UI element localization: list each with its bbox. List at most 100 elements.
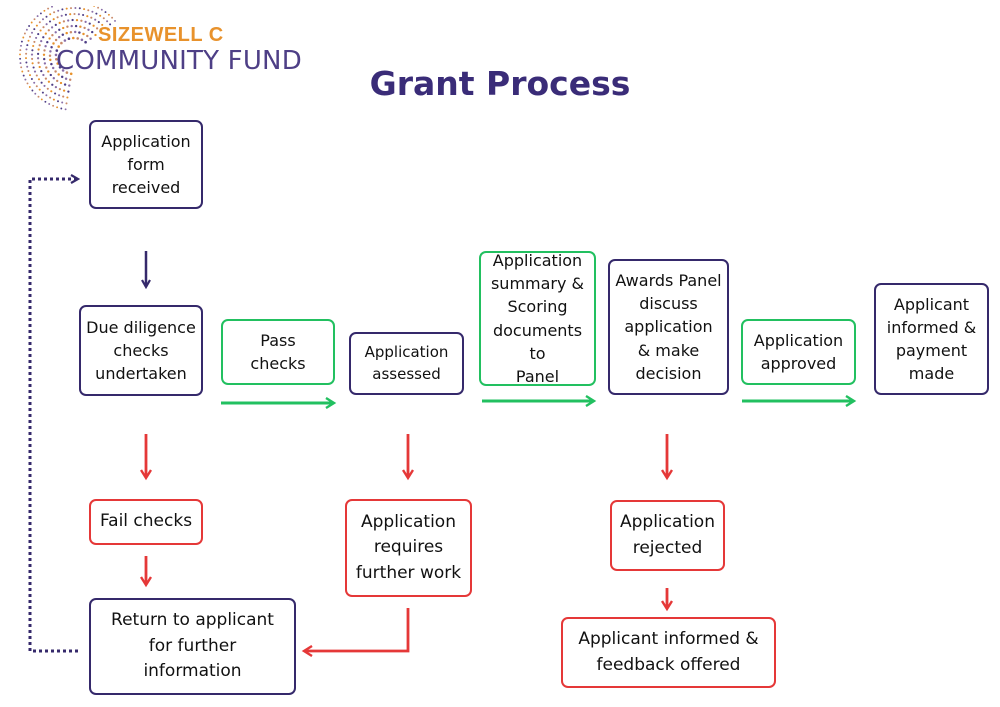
logo-dot <box>107 13 110 16</box>
logo-dot <box>51 83 54 86</box>
logo-radiating-dots-icon <box>19 6 116 111</box>
node-application-received: Application form received <box>89 120 203 209</box>
logo-dot <box>31 62 34 65</box>
logo-dot <box>47 7 50 10</box>
logo-dot <box>78 31 81 34</box>
node-return-to-applicant: Return to applicant for further informat… <box>89 598 296 695</box>
logo-dot <box>106 20 109 23</box>
node-pass-checks: Pass checks <box>221 319 335 385</box>
logo-dot <box>104 26 107 29</box>
logo-dot <box>45 66 48 69</box>
node-due-diligence: Due diligence checks undertaken <box>79 305 203 396</box>
logo-dot <box>54 85 58 89</box>
logo-dot <box>62 26 65 30</box>
logo-dot <box>25 61 28 64</box>
logo-dot <box>83 8 86 11</box>
logo-dot <box>66 25 69 28</box>
logo-dot <box>40 81 43 84</box>
logo-dot <box>87 28 90 31</box>
logo-dot <box>36 52 40 56</box>
logo-dot <box>33 70 37 73</box>
logo-line-1: SIZEWELL C <box>98 24 224 46</box>
logo-dot <box>35 24 38 27</box>
logo-dot <box>48 20 52 23</box>
logo-dot <box>38 65 41 69</box>
logo-dot <box>45 94 48 97</box>
logo-dot <box>37 48 40 51</box>
logo-dot <box>19 53 21 56</box>
logo-dot <box>20 40 23 43</box>
logo-dot <box>42 26 45 29</box>
logo-dot <box>37 61 40 64</box>
logo-dot <box>88 22 91 25</box>
logo-dot <box>57 73 60 76</box>
logo-dot <box>43 9 46 12</box>
node-applicant-informed-feedback: Applicant informed & feedback offered <box>561 617 776 688</box>
logo-dot <box>57 45 60 48</box>
logo-dot <box>101 23 104 26</box>
logo-dot <box>99 30 102 33</box>
logo-dot <box>22 74 25 77</box>
logo-dot <box>29 74 31 77</box>
logo-dot <box>56 62 59 65</box>
logo-dot <box>89 37 92 40</box>
logo-dot <box>56 16 59 19</box>
logo-dot <box>80 38 84 42</box>
node-application-rejected: Application rejected <box>610 500 725 571</box>
arrow-return-loop-to-received <box>28 179 78 653</box>
logo-dot <box>83 26 86 30</box>
logo-dot <box>43 62 47 65</box>
logo-dot <box>30 53 34 56</box>
logo-dot <box>21 70 24 73</box>
logo-dot <box>31 49 34 52</box>
logo-dot <box>60 107 63 110</box>
logo-dot <box>30 78 33 80</box>
logo-dot <box>43 49 46 52</box>
logo-dot <box>114 19 116 22</box>
logo-dot <box>33 81 36 84</box>
logo-dot <box>70 24 73 28</box>
logo-dot <box>51 6 53 8</box>
logo-dot <box>65 71 69 74</box>
logo-line-2: COMMUNITY FUND <box>56 46 302 76</box>
logo-dot <box>92 24 95 27</box>
logo-dot <box>44 100 47 103</box>
logo-dot <box>42 18 44 21</box>
logo-dot <box>39 12 42 15</box>
logo-dot <box>68 78 72 81</box>
logo-dot <box>43 84 46 87</box>
logo-dot <box>67 90 70 93</box>
logo-dot <box>66 96 69 99</box>
logo-dot <box>74 7 77 9</box>
logo-dot <box>95 12 98 15</box>
logo-dot <box>50 62 53 66</box>
node-awards-panel: Awards Panel discuss application & make … <box>608 259 729 395</box>
logo-dot <box>87 9 90 12</box>
logo-dot <box>26 44 29 47</box>
logo-dot <box>97 6 100 9</box>
logo-dot <box>60 75 64 79</box>
node-requires-further-work: Application requires further work <box>345 499 472 597</box>
logo-dot <box>48 37 51 40</box>
logo-dot <box>52 98 55 101</box>
logo-dot <box>60 14 63 17</box>
logo-dot <box>67 19 70 22</box>
logo-dot <box>82 13 85 17</box>
logo-dot <box>38 44 41 47</box>
logo-dot <box>39 29 42 32</box>
logo-dot <box>109 23 112 26</box>
logo-dot <box>72 36 75 40</box>
logo-dot <box>91 10 94 13</box>
logo-dot <box>53 11 56 14</box>
logo-dot <box>80 19 83 22</box>
logo-dot <box>19 62 22 65</box>
logo-dot <box>31 89 34 92</box>
logo-dot <box>90 16 93 19</box>
logo-dot <box>41 91 44 94</box>
logo-dot <box>40 98 43 101</box>
logo-dot <box>48 54 52 57</box>
logo-dot <box>45 23 48 26</box>
logo-dot <box>49 50 52 53</box>
logo-dot <box>46 87 49 90</box>
